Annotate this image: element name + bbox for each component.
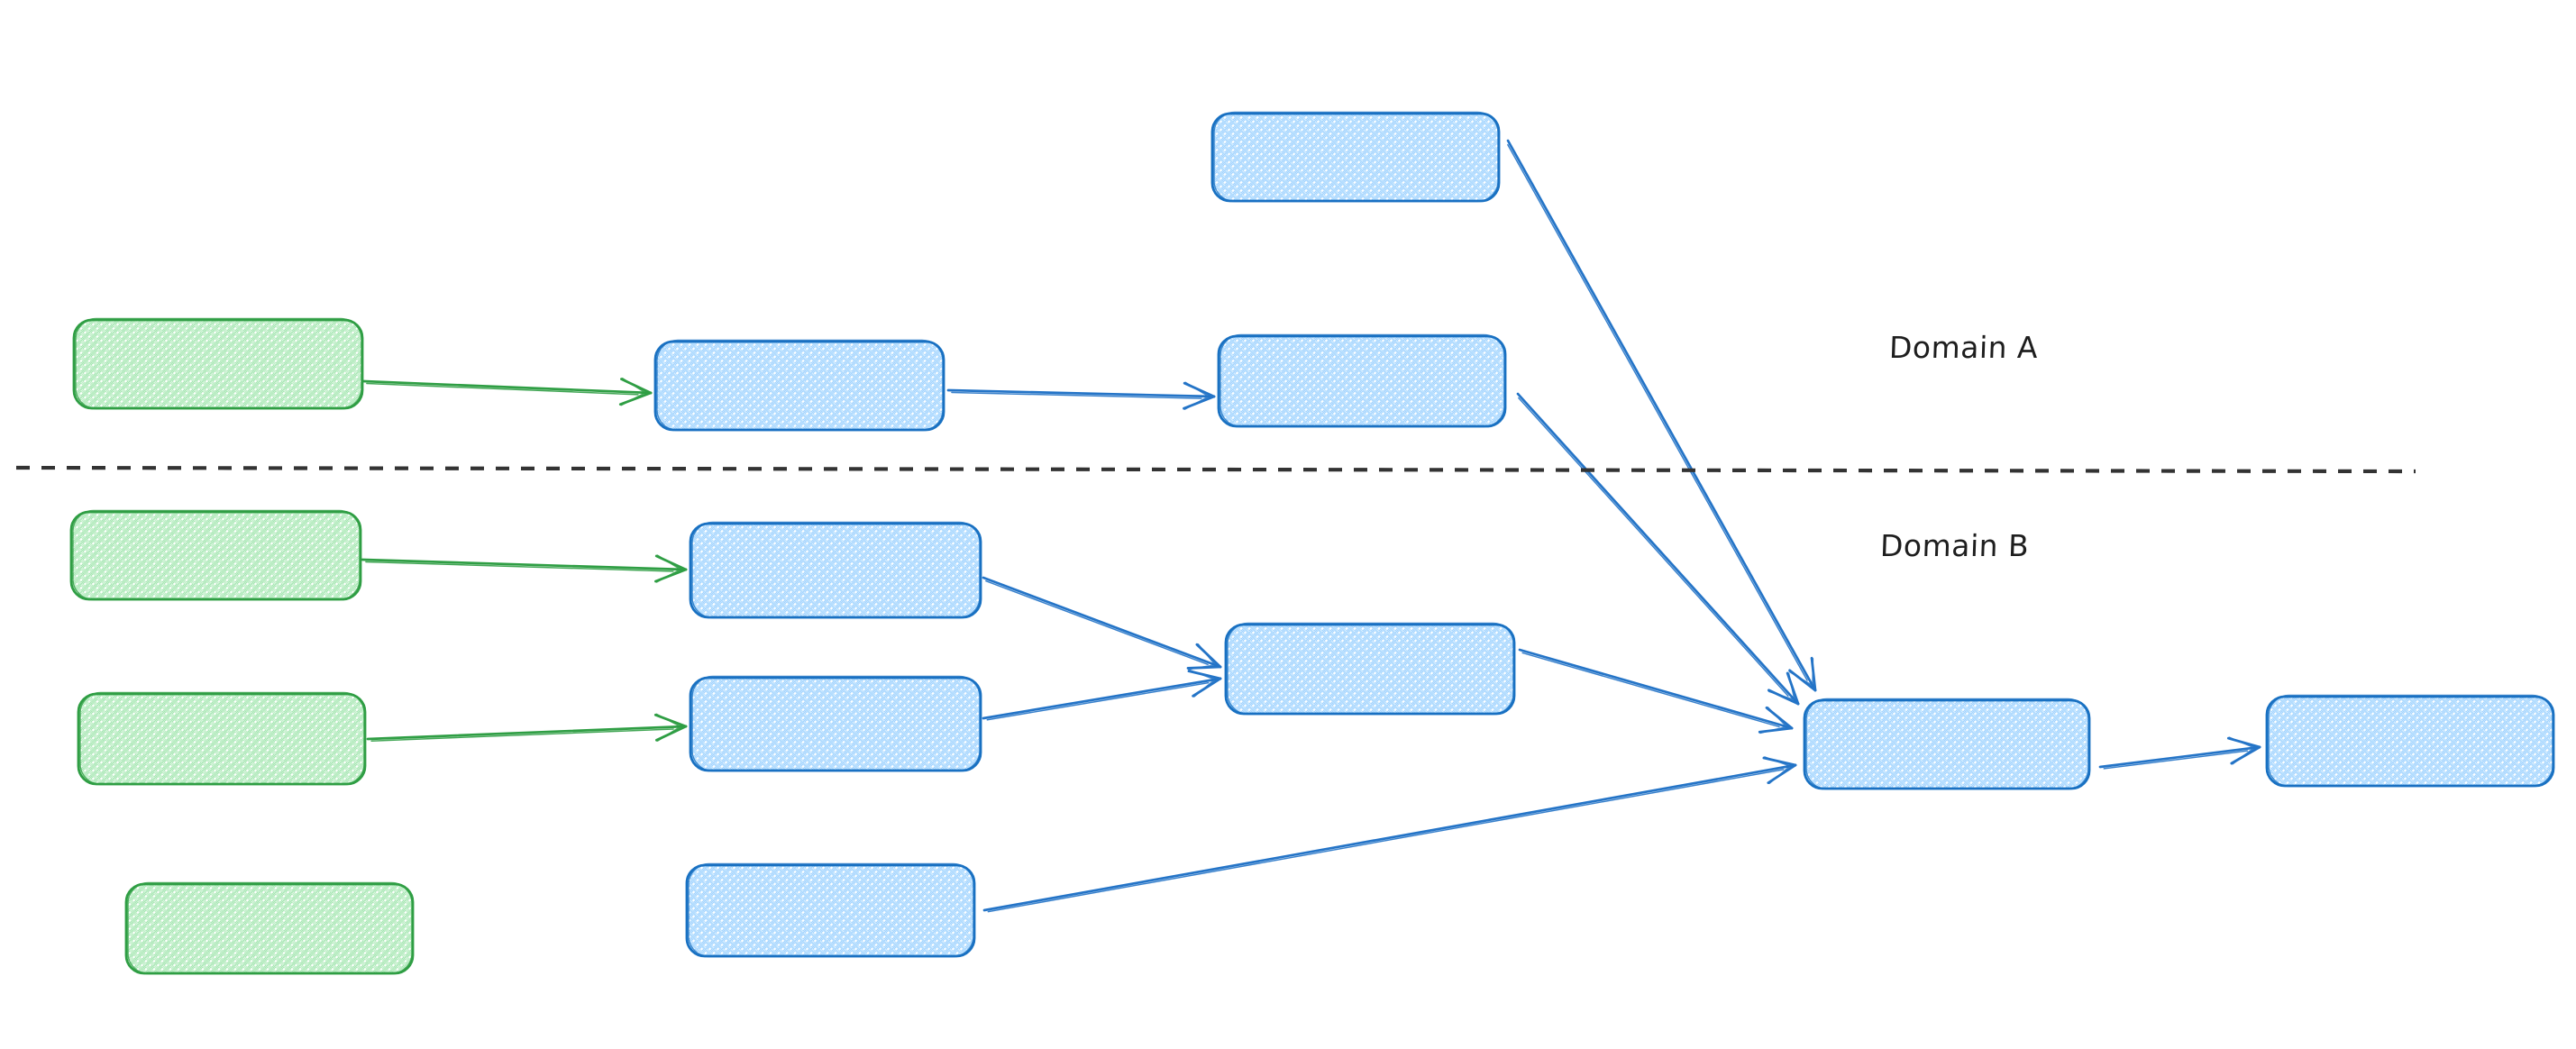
edge-top-blue-to-blue-hub[interactable]: [1506, 139, 1817, 692]
nodes-layer: [69, 111, 2555, 975]
node-blue-a2[interactable]: [1217, 333, 1507, 428]
domain-divider-line[interactable]: [15, 465, 2416, 474]
node-blue-converge[interactable]: [1224, 622, 1516, 716]
node-green-a[interactable]: [72, 317, 364, 410]
node-blue-b3[interactable]: [685, 862, 976, 958]
node-blue-b1[interactable]: [689, 521, 982, 619]
node-green-b2[interactable]: [77, 691, 367, 786]
node-green-b3[interactable]: [124, 881, 415, 975]
edge-blue-converge-to-blue-hub[interactable]: [1518, 648, 1794, 734]
edge-green-a-to-blue-a1[interactable]: [361, 378, 653, 406]
edge-blue-a2-to-blue-hub[interactable]: [1516, 392, 1800, 706]
edge-blue-b3-to-blue-hub[interactable]: [982, 756, 1797, 913]
edge-green-b2-to-blue-b2[interactable]: [366, 713, 688, 742]
node-top-blue[interactable]: [1210, 111, 1501, 203]
node-blue-hub[interactable]: [1803, 698, 2091, 790]
node-blue-a1[interactable]: [653, 339, 945, 432]
node-green-b1[interactable]: [69, 509, 362, 601]
domain-a-label[interactable]: Domain A: [1888, 330, 2039, 365]
edge-blue-b2-to-blue-converge[interactable]: [982, 669, 1222, 721]
edge-blue-b1-to-blue-converge[interactable]: [982, 576, 1222, 670]
edge-blue-hub-to-blue-final[interactable]: [2098, 736, 2261, 770]
node-blue-b2[interactable]: [689, 675, 982, 772]
edges-layer: [361, 139, 2261, 913]
edge-blue-a1-to-blue-a2[interactable]: [946, 381, 1216, 410]
domain-b-label[interactable]: Domain B: [1879, 528, 2030, 563]
edge-green-b1-to-blue-b1[interactable]: [361, 554, 688, 583]
node-blue-final[interactable]: [2265, 694, 2555, 788]
